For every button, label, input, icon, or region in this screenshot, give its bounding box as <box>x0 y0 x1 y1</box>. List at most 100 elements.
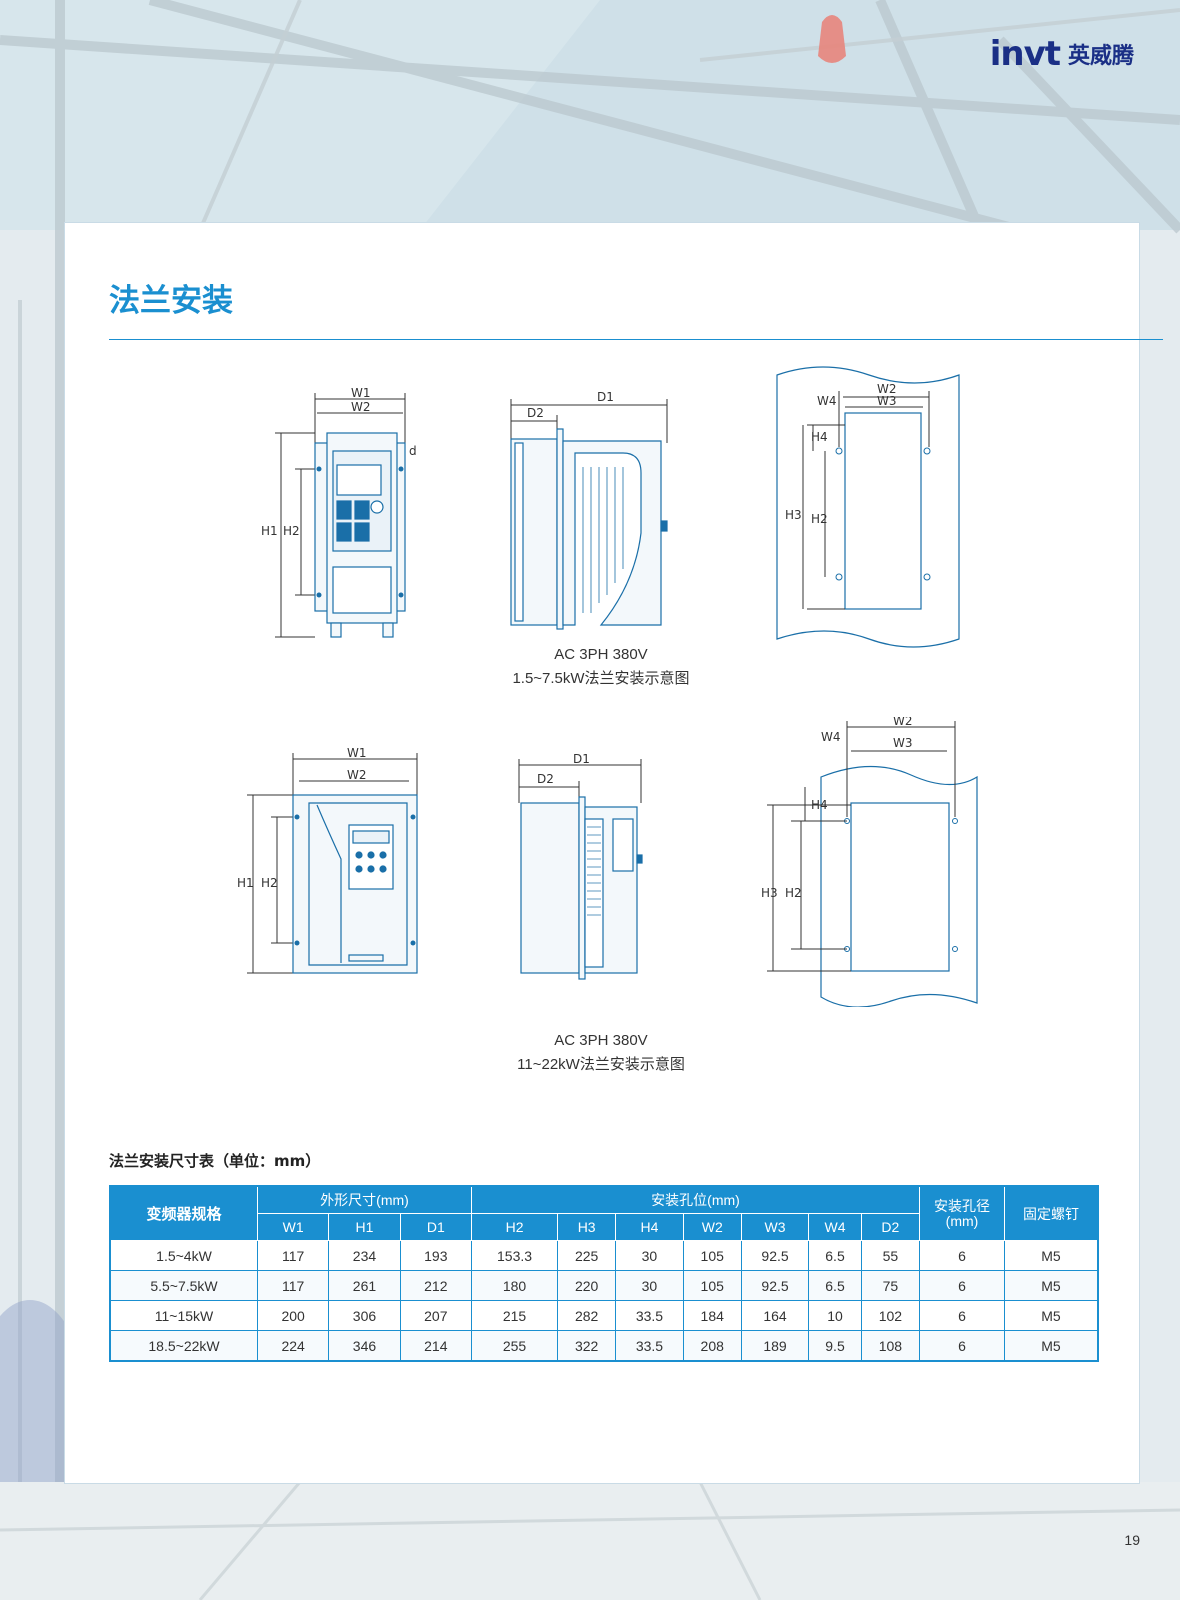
fig1-label-cut-w2: W2 <box>877 382 897 396</box>
table-cell: 220 <box>557 1270 617 1301</box>
table-cell: 92.5 <box>740 1270 810 1301</box>
content-panel: 法兰安装 <box>64 222 1163 1484</box>
table-cell: 6 <box>919 1330 1005 1362</box>
subheader-cell: W2 <box>682 1213 742 1241</box>
brand-logo: invt 英威腾 <box>990 34 1134 74</box>
table-cell: 200 <box>256 1300 330 1331</box>
table-cell: 224 <box>256 1330 330 1362</box>
fig1-label-w1: W1 <box>351 386 371 400</box>
page-title: 法兰安装 <box>109 283 233 319</box>
table-cell: 189 <box>740 1330 810 1362</box>
fig1-label-h2: H2 <box>283 524 300 538</box>
dimension-table: 变频器规格 外形尺寸(mm) 安装孔位(mm) 安装孔径 (mm) 固定螺钉 W… <box>109 1185 1099 1362</box>
table-cell: 6 <box>919 1240 1005 1271</box>
title-divider <box>109 339 1163 340</box>
fig2-label-cut-w2: W2 <box>893 717 913 728</box>
fig1-label-w2: W2 <box>351 400 371 414</box>
table-cell: 117 <box>256 1270 330 1301</box>
table-cell: 193 <box>399 1240 473 1271</box>
table-cell: 108 <box>860 1330 921 1362</box>
table-cell: 117 <box>256 1240 330 1271</box>
brand-name: 英威腾 <box>1067 44 1134 69</box>
table-cell: 180 <box>471 1270 559 1301</box>
fig1-label-h3: H3 <box>785 508 802 522</box>
subheader-cell: H1 <box>328 1213 401 1241</box>
table-cell: 6 <box>919 1270 1005 1301</box>
table-cell: 6.5 <box>808 1270 862 1301</box>
header-hole: 安装孔径 (mm) <box>919 1185 1005 1241</box>
table-cell: 208 <box>682 1330 742 1362</box>
table-cell: 225 <box>557 1240 617 1271</box>
fig2-label-h2: H2 <box>261 876 278 890</box>
header-hole-unit: (mm) <box>945 1212 979 1229</box>
table-cell: 92.5 <box>740 1240 810 1271</box>
table-cell: M5 <box>1004 1330 1099 1362</box>
table-cell: 105 <box>682 1270 742 1301</box>
fig1-front-view: W1 W2 d H1 H2 <box>255 383 435 643</box>
fig2-label-h3: H3 <box>761 886 778 900</box>
table-cell: 6 <box>919 1300 1005 1331</box>
fig2-caption-line1: AC 3PH 380V <box>554 1032 648 1049</box>
fig2-label-d2: D2 <box>537 772 554 786</box>
table-cell: 10 <box>808 1300 862 1331</box>
fig1-caption-line1: AC 3PH 380V <box>554 646 648 663</box>
table-cell: 55 <box>860 1240 921 1271</box>
subheader-cell: H2 <box>471 1213 559 1241</box>
table-cell: 261 <box>328 1270 401 1301</box>
subheader-cell: W1 <box>256 1213 330 1241</box>
header-mount: 安装孔位(mm) <box>471 1185 920 1214</box>
table-cell: 184 <box>682 1300 742 1331</box>
table-cell: 33.5 <box>615 1300 684 1331</box>
table-cell: 212 <box>399 1270 473 1301</box>
table-cell: M5 <box>1004 1300 1099 1331</box>
subheader-cell: W4 <box>808 1213 862 1241</box>
header-spec: 变频器规格 <box>109 1185 258 1241</box>
table-cell: 306 <box>328 1300 401 1331</box>
fig2-label-w3: W3 <box>893 736 913 750</box>
table-cell: 102 <box>860 1300 921 1331</box>
table-cell: 75 <box>860 1270 921 1301</box>
fig1-cutout-view: W2 W3 W4 H4 H3 H2 <box>773 363 963 663</box>
fig1-caption: AC 3PH 380V 1.5~7.5kW法兰安装示意图 <box>401 643 801 691</box>
table-cell: 30 <box>615 1270 684 1301</box>
table-cell: 214 <box>399 1330 473 1362</box>
fig2-label-h4: H4 <box>811 798 828 812</box>
fig2-label-w2: W2 <box>347 768 367 782</box>
header-screw: 固定螺钉 <box>1004 1185 1099 1241</box>
fig1-side-view: D1 D2 <box>505 383 675 633</box>
table-cell: 346 <box>328 1330 401 1362</box>
table-cell: 9.5 <box>808 1330 862 1362</box>
table-cell: 164 <box>740 1300 810 1331</box>
table-cell: M5 <box>1004 1240 1099 1271</box>
fig1-caption-line2: 1.5~7.5kW法兰安装示意图 <box>512 670 690 687</box>
brand-mark: invt <box>989 34 1061 74</box>
fig2-front-view: W1 W2 H1 H2 <box>237 743 433 983</box>
table-cell: 105 <box>682 1240 742 1271</box>
fig1-label-d: d <box>409 444 417 458</box>
fig2-caption-line2: 11~22kW法兰安装示意图 <box>517 1056 685 1073</box>
fig2-label-cut-h2: H2 <box>785 886 802 900</box>
table-cell: 255 <box>471 1330 559 1362</box>
subheader-cell: D1 <box>399 1213 473 1241</box>
table-cell: 282 <box>557 1300 617 1331</box>
fig1-label-w4: W4 <box>817 394 837 408</box>
page-number: 19 <box>1124 1532 1140 1548</box>
fig2-label-d1: D1 <box>573 753 590 766</box>
header-outer: 外形尺寸(mm) <box>256 1185 473 1214</box>
fig2-label-w1: W1 <box>347 746 367 760</box>
table-cell: 322 <box>557 1330 617 1362</box>
table-cell: 234 <box>328 1240 401 1271</box>
subheader-cell: W3 <box>740 1213 810 1241</box>
table-title: 法兰安装尺寸表（单位：mm） <box>109 1152 321 1170</box>
subheader-cell: D2 <box>860 1213 921 1241</box>
fig2-label-h1: H1 <box>237 876 254 890</box>
fig1-label-d1: D1 <box>597 390 614 404</box>
table-cell: 215 <box>471 1300 559 1331</box>
row-spec-cell: 11~15kW <box>109 1300 258 1331</box>
